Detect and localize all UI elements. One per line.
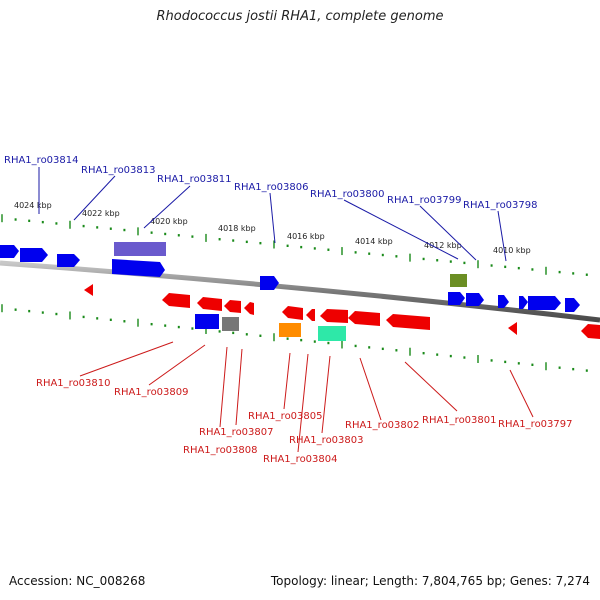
forward-tick-row	[1, 214, 588, 276]
gene-label-reverse[interactable]: RHA1_ro03809	[114, 387, 189, 398]
axis-tick-label: 4024 kbp	[14, 201, 52, 210]
axis-tick-label: 4020 kbp	[150, 217, 188, 226]
gene-label-reverse[interactable]: RHA1_ro03803	[289, 435, 364, 446]
gene-feature[interactable]	[84, 284, 93, 296]
gene-feature[interactable]	[528, 296, 561, 310]
forward-genes	[0, 242, 580, 312]
gene-feature[interactable]	[224, 300, 241, 313]
axis-tick-label: 4022 kbp	[82, 209, 120, 218]
gene-feature[interactable]	[318, 326, 346, 341]
gene-label-reverse[interactable]: RHA1_ro03804	[263, 454, 338, 465]
gene-feature[interactable]	[260, 276, 279, 290]
accession-text: Accession: NC_008268	[9, 574, 146, 588]
gene-label-reverse[interactable]: RHA1_ro03808	[183, 445, 258, 456]
gene-label-forward[interactable]: RHA1_ro03798	[463, 200, 538, 211]
gene-feature[interactable]	[448, 292, 465, 305]
axis-tick-label: 4014 kbp	[355, 237, 393, 246]
gene-label-reverse[interactable]: RHA1_ro03802	[345, 420, 420, 431]
gene-label-forward[interactable]: RHA1_ro03806	[234, 182, 309, 193]
gene-label-forward[interactable]: RHA1_ro03800	[310, 189, 385, 200]
gene-feature[interactable]	[279, 323, 301, 337]
axis-tick-label: 4012 kbp	[424, 241, 462, 250]
gene-feature[interactable]	[20, 248, 48, 262]
gene-label-reverse[interactable]: RHA1_ro03805	[248, 411, 323, 422]
axis-tick-label: 4010 kbp	[493, 246, 531, 255]
gene-label-reverse[interactable]: RHA1_ro03797	[498, 419, 573, 430]
gene-label-reverse[interactable]: RHA1_ro03807	[199, 427, 274, 438]
genome-summary-text: Topology: linear; Length: 7,804,765 bp; …	[270, 574, 590, 588]
gene-feature[interactable]	[162, 293, 190, 308]
gene-feature[interactable]	[466, 293, 484, 306]
gene-feature[interactable]	[581, 324, 600, 339]
gene-feature[interactable]	[508, 322, 517, 335]
gene-feature[interactable]	[565, 298, 580, 312]
gene-feature[interactable]	[57, 254, 80, 267]
reverse-leader-lines	[79, 341, 534, 453]
gene-label-forward[interactable]: RHA1_ro03811	[157, 174, 232, 185]
gene-feature[interactable]	[114, 242, 166, 256]
gene-feature[interactable]	[386, 314, 430, 330]
gene-feature[interactable]	[195, 314, 219, 329]
gene-feature[interactable]	[112, 259, 165, 277]
gene-label-forward[interactable]: RHA1_ro03813	[81, 165, 156, 176]
gene-feature[interactable]	[222, 317, 239, 331]
gene-label-forward[interactable]: RHA1_ro03799	[387, 195, 462, 206]
gene-feature[interactable]	[0, 245, 19, 258]
gene-label-forward[interactable]: RHA1_ro03814	[4, 155, 79, 166]
forward-leader-lines	[38, 167, 507, 262]
axis-tick-label: 4018 kbp	[218, 224, 256, 233]
gene-feature[interactable]	[498, 295, 509, 308]
reverse-genes	[84, 284, 600, 341]
gene-feature[interactable]	[450, 274, 467, 287]
gene-feature[interactable]	[306, 309, 315, 321]
axis-tick-label: 4016 kbp	[287, 232, 325, 241]
gene-feature[interactable]	[320, 309, 348, 323]
gene-feature[interactable]	[519, 296, 528, 309]
genome-backbone	[0, 260, 600, 323]
reverse-tick-row	[1, 304, 588, 372]
gene-feature[interactable]	[348, 311, 380, 326]
gene-feature[interactable]	[244, 302, 254, 315]
gene-label-reverse[interactable]: RHA1_ro03810	[36, 378, 111, 389]
gene-label-reverse[interactable]: RHA1_ro03801	[422, 415, 497, 426]
gene-feature[interactable]	[197, 297, 222, 311]
map-title: Rhodococcus jostii RHA1, complete genome	[156, 9, 444, 24]
gene-feature[interactable]	[282, 306, 303, 320]
